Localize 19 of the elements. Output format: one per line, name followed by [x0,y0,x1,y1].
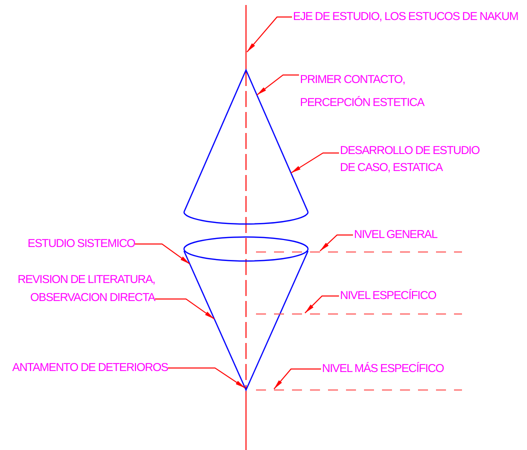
callout-text: ANTAMENTO DE DETERIOROS [4,358,168,378]
leader-line [274,368,322,390]
callout-text: DESARROLLO DE ESTUDIO DE CASO, ESTATICA [340,143,485,177]
leader-line [154,298,215,320]
callout-text: NIVEL MÁS ESPECÍFICO [322,359,472,379]
leader-line [246,16,292,52]
leader-line [320,234,354,252]
leader-line [256,74,300,96]
leader-line [134,244,190,264]
callout-text: REVISION DE LITERATURA, OBSERVACION DIRECTA [4,271,155,307]
callout-text: ESTUDIO SISTEMICO [18,234,135,254]
cone-drawing [183,236,309,392]
callout-text: EJE DE ESTUDIO, LOS ESTUCOS DE NAKUM [293,7,527,27]
callout-text: NIVEL GENERAL [354,225,474,245]
callout-text: PRIMER CONTACTO, PERCEPCIÓN ESTETICA [300,69,450,115]
callout-text: NIVEL ESPECÍFICO [340,286,470,306]
leader-line [168,368,246,388]
leader-line [304,296,340,314]
leader-line [290,152,340,174]
